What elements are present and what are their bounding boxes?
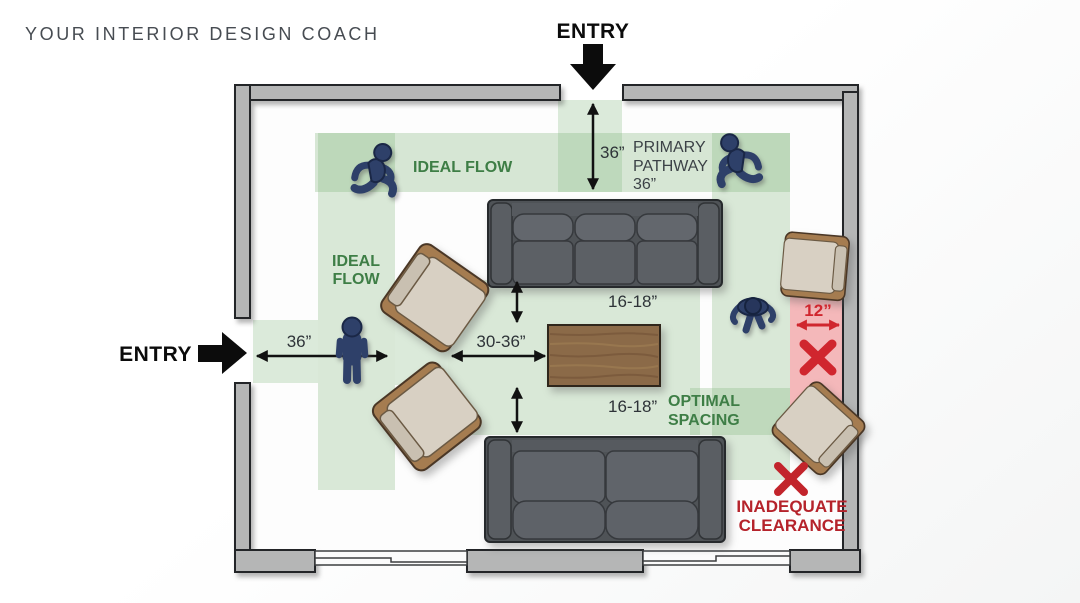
running-person-icon [350, 143, 398, 198]
primary-pathway-label: PRIMARY [633, 139, 706, 156]
inadequate-clearance-label: INADEQUATE [736, 497, 847, 516]
optimal-spacing-label: OPTIMAL [668, 393, 740, 410]
armchair-right-bottom [771, 381, 866, 476]
wall-left-upper [234, 84, 251, 319]
standing-person-icon [335, 316, 369, 384]
entry-arrow-down-icon [570, 44, 616, 90]
wall-bottom-right [789, 549, 861, 573]
entry-label-top: ENTRY [557, 20, 630, 43]
wall-left-lower [234, 382, 251, 566]
ideal-flow-top-label: IDEAL FLOW [413, 159, 513, 176]
armchair-top-left [380, 243, 490, 353]
topview-person-icon [729, 297, 777, 334]
windows [314, 550, 791, 566]
optimal-spacing-label: SPACING [668, 412, 740, 429]
running-person-icon [716, 133, 764, 189]
armchair-bottom-left [371, 361, 482, 472]
ideal-flow-left-label: IDEAL [332, 253, 380, 270]
measure-right-gap: 12” [804, 301, 831, 320]
walls [234, 84, 861, 573]
armchair-right-top [780, 231, 850, 302]
primary-pathway-label: PATHWAY [633, 158, 708, 175]
x-mark-icon [799, 339, 837, 376]
measure-left-clearance: 36” [287, 332, 312, 351]
measure-table-bottom: 16-18” [608, 397, 657, 416]
primary-pathway-label: 36” [633, 176, 656, 193]
entry-label-left: ENTRY [119, 343, 192, 366]
wall-bottom-middle [466, 549, 644, 573]
measure-seating-to-table: 30-36” [476, 332, 525, 351]
wall-bottom-left [234, 549, 316, 573]
ideal-flow-left-label: FLOW [332, 271, 380, 288]
sofa-loveseat [484, 436, 726, 543]
page-title: YOUR INTERIOR DESIGN COACH [25, 24, 380, 44]
flow-band-left-entry [253, 320, 318, 383]
wall-top-left [234, 84, 561, 101]
inadequate-clearance-label: CLEARANCE [739, 516, 846, 535]
sofa-three-seat [487, 199, 723, 288]
entry-arrow-right-icon [198, 332, 247, 374]
x-mark-icon [774, 462, 808, 496]
measure-top-pathway: 36” [600, 143, 625, 162]
coffee-table [547, 324, 661, 387]
measure-table-top: 16-18” [608, 292, 657, 311]
wall-top-right [622, 84, 859, 101]
